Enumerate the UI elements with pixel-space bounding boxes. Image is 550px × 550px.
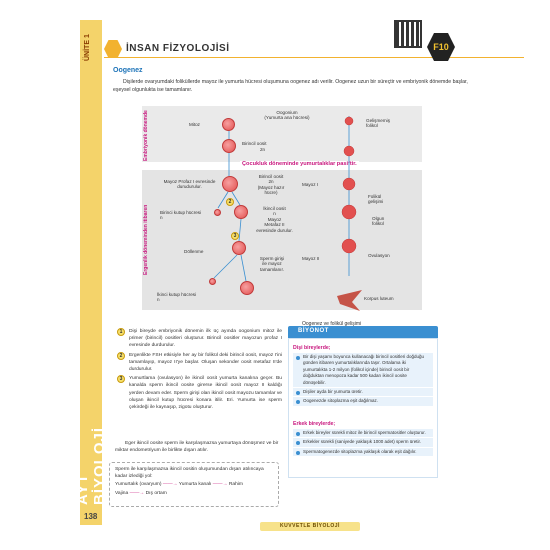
- arrow-right-icon: ——→: [162, 482, 179, 487]
- oogenesis-diagram: Embriyonik dönemde Ergenlik döneminden i…: [142, 106, 422, 320]
- primary-oocyte-ploidy: 2n: [260, 147, 266, 152]
- pathway-row-1: Yumurtalık (ovaryum) ——→ Yumurta kanalı …: [115, 480, 273, 489]
- first-polar-body-label: Birinci kutup hücresi n: [160, 210, 202, 221]
- pathway-row-2: Vajina ——→ Dış ortam: [115, 489, 273, 498]
- primary-oocyte-cell-2: [222, 176, 238, 192]
- pathway-step: Vajina: [115, 491, 129, 496]
- mayoz-ii-label: Mayoz II: [302, 256, 320, 261]
- undeveloped-follicle-label: Gelişmemiş folikül: [366, 118, 390, 129]
- pathway-step: Yumurtalık (ovaryum): [115, 482, 162, 487]
- zygote-cell: [240, 281, 254, 295]
- female-section: Dişi bireylerde; Bir dişi yaşamı boyunca…: [293, 345, 433, 407]
- item-number: 2: [117, 351, 125, 360]
- item-text: Yumurtlama (ovulasyon) ile ikincil oosit…: [129, 376, 282, 411]
- first-polar-body: [214, 209, 221, 216]
- list-item: 1 Dişi bireyde embriyonik dönemin ilk üç…: [115, 328, 282, 350]
- item-number: 1: [117, 328, 125, 336]
- pathway-step: Dış ortam: [145, 491, 167, 496]
- list-item: Bir dişi yaşamı boyunca kullanacağı biri…: [293, 353, 433, 388]
- list-item: Oogenezde sitoplazma eşit dağılmaz.: [293, 397, 433, 406]
- page-number: 138: [84, 512, 98, 521]
- arrow-right-icon: ——→: [129, 491, 146, 496]
- chapter-title: İNSAN FİZYOLOJİSİ: [126, 43, 230, 54]
- fertilization-cell: [232, 241, 246, 255]
- list-item: 2 Ergenlikte FSH etkisiyle her ay bir fo…: [115, 351, 282, 374]
- second-polar-body-label: İkinci kutup hücresi n: [157, 292, 197, 303]
- unit-label: ÜNİTE 1: [84, 34, 91, 62]
- page-spine: [80, 20, 102, 525]
- item-number: 3: [117, 375, 125, 384]
- list-item: Dişiler ayda bir yumurta üretir.: [293, 388, 433, 397]
- pathway-text: Sperm ile karşılaşmazsa ikincil oositin …: [115, 467, 264, 479]
- header-divider: [104, 57, 524, 58]
- secondary-oocyte-cell: [234, 205, 248, 219]
- logo-text: F10: [433, 42, 449, 52]
- primary-oocyte-2-label: Birincil oosit 2n (Mayoz hazır hücre): [257, 174, 285, 196]
- mayoz-i-label: Mayoz I: [302, 182, 319, 187]
- item-text: Ergenlikte FSH etkisiyle her ay bir foli…: [129, 352, 282, 373]
- oogonium-label: Oogonium (Yumurta ana hücresi): [264, 110, 310, 121]
- primary-oocyte-label: Birincil oosit: [242, 141, 267, 146]
- embryonic-band: [142, 106, 422, 162]
- profaz-label: Mayoz Profaz I evresinde durudurulur.: [163, 179, 216, 190]
- pathway-step: Yumurta kanalı: [178, 482, 212, 487]
- section-title: Oogenez: [113, 67, 143, 74]
- biyonot-box: Dişi bireylerde; Bir dişi yaşamı boyunca…: [288, 338, 438, 478]
- item-text: Dişi bireyde embriyonik dönemin ilk üç a…: [129, 329, 282, 349]
- pathway-box: Sperm ile karşılaşmazsa ikincil oositin …: [109, 462, 279, 507]
- list-item: Spermatogenezde sitoplazma yaklaşık olar…: [293, 447, 433, 457]
- biyonot-header: BİYONOT: [288, 326, 438, 338]
- intro-paragraph: Dişilerde ovaryumdaki foliküllerde mayoz…: [113, 79, 468, 93]
- closing-paragraph: Eger ikincil oosite sperm ile karşılaşma…: [115, 441, 279, 454]
- list-item: 3 Yumurtlama (ovulasyon) ile ikincil oos…: [115, 375, 282, 411]
- qr-code-icon: [394, 20, 422, 48]
- fertilization-label: Döllenme: [184, 249, 204, 254]
- mitoz-label: Mitoz: [189, 122, 200, 127]
- second-polar-body: [209, 278, 216, 285]
- hexagon-icon: [104, 40, 122, 58]
- arrow-right-icon: ——→: [212, 482, 229, 487]
- numbered-list: 1 Dişi bireyde embriyonik dönemin ilk üç…: [115, 328, 282, 413]
- mature-follicle-label: Olgun folikül: [372, 216, 385, 227]
- diagram-arrows: [213, 116, 362, 311]
- list-item: Erkek bireyler sürekli mitoz ile birinci…: [293, 429, 433, 438]
- secondary-oocyte-label: İkincil oosit n Mayoz Metafaz II evresin…: [256, 206, 293, 233]
- list-item: Erkekler sürekli (saniyede yaklaşık 1000…: [293, 438, 433, 447]
- follicle-development-label: Folikül gelişimi: [368, 194, 384, 205]
- sperm-entry-label: Sperm girişi ile mayoz tamamlanır.: [259, 256, 285, 272]
- male-title: Erkek bireylerde;: [293, 421, 336, 427]
- biyonot-title: BİYONOT: [298, 328, 329, 334]
- oogonium-cell: [222, 118, 235, 131]
- pathway-step: Rahim: [228, 482, 243, 487]
- primary-oocyte-cell: [222, 139, 236, 153]
- diagram-caption: Oogenez ve folikül gelişimi: [302, 321, 362, 327]
- brand-text: KUVVETLE BİYOLOJİ: [280, 523, 340, 529]
- ovulation-label: Ovulasyon: [368, 253, 390, 258]
- male-section: Erkek bireylerde; Erkek bireyler sürekli…: [293, 421, 433, 457]
- childhood-banner: Çocukluk döneminde yumurtalıklar pasifti…: [240, 161, 359, 167]
- step-badge-3: 3: [231, 232, 239, 240]
- female-title: Dişi bireylerde;: [293, 345, 331, 351]
- puberty-band: [142, 170, 422, 310]
- footer-brand: KUVVETLE BİYOLOJİ: [260, 522, 360, 531]
- step-badge-2: 2: [226, 198, 234, 206]
- corpus-luteum-label: Korpus luteum: [364, 296, 394, 301]
- spine-book-title: AYT BİYOLOJİ: [74, 426, 108, 505]
